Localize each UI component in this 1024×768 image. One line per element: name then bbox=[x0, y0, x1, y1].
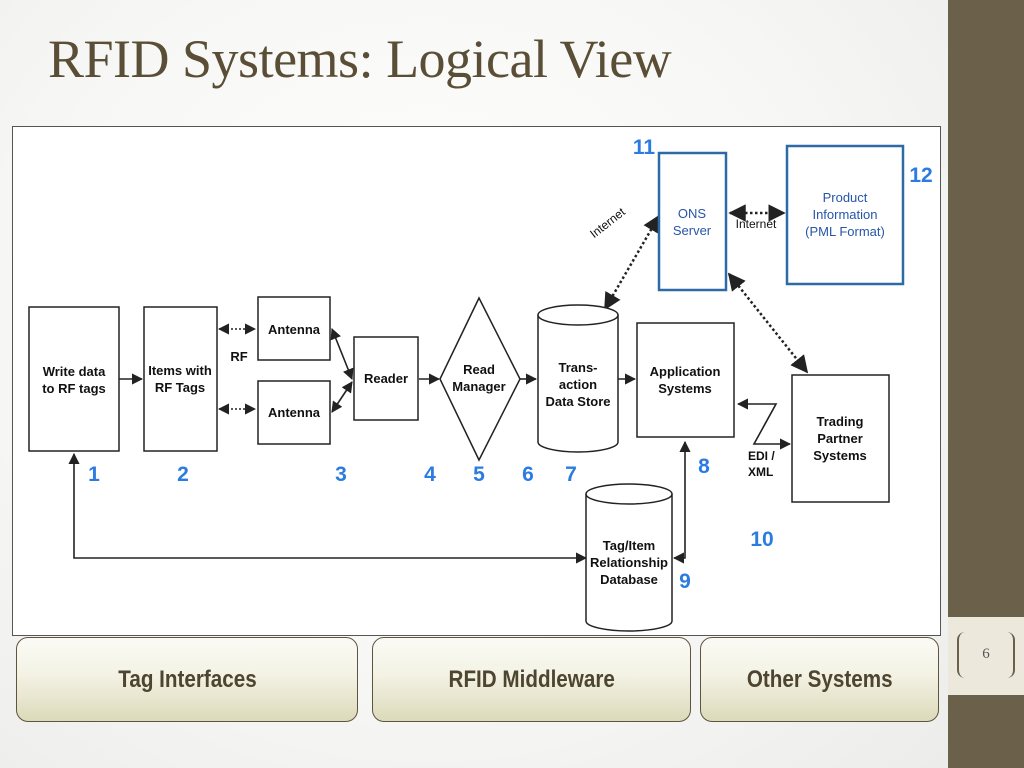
link-ons-trading bbox=[727, 272, 809, 374]
page-number: 6 bbox=[982, 646, 990, 662]
step-number-9: 9 bbox=[679, 570, 691, 593]
antenna-bottom-box: Antenna bbox=[257, 380, 331, 445]
tag-item-label-2: Relationship bbox=[590, 555, 668, 570]
antenna-bottom-reader-link bbox=[331, 381, 353, 413]
step-number-5: 5 bbox=[473, 463, 485, 486]
product-information-box: Product Information (PML Format) bbox=[785, 144, 905, 286]
internet-diagonal-label: Internet bbox=[587, 204, 628, 240]
tag-item-label-1: Tag/Item bbox=[603, 538, 656, 553]
items-with-tags-box: Items with RF Tags bbox=[143, 306, 218, 452]
transaction-label-2: action bbox=[559, 377, 597, 392]
step-number-11: 11 bbox=[633, 136, 656, 159]
trading-label-3: Systems bbox=[813, 448, 866, 463]
transaction-data-store-cylinder: Trans- action Data Store bbox=[537, 304, 619, 453]
page-number-bracket bbox=[957, 632, 1015, 678]
antenna-top-label: Antenna bbox=[268, 322, 321, 337]
read-manager-label-2: Manager bbox=[452, 379, 505, 394]
application-label-2: Systems bbox=[658, 381, 711, 396]
items-label-2: RF Tags bbox=[155, 380, 205, 395]
tag-item-label-3: Database bbox=[600, 572, 658, 587]
application-label-1: Application bbox=[650, 364, 721, 379]
reader-box: Reader bbox=[353, 336, 419, 421]
step-number-10: 10 bbox=[750, 528, 773, 551]
internet-link-store-ons bbox=[603, 214, 661, 311]
category-rfid-middleware-label: RFID Middleware bbox=[448, 665, 615, 693]
edi-label-1: EDI / bbox=[748, 449, 775, 463]
write-data-label-2: to RF tags bbox=[42, 381, 106, 396]
read-manager-label-1: Read bbox=[463, 362, 495, 377]
ons-server-box: ONS Server bbox=[657, 151, 728, 292]
category-other-systems-label: Other Systems bbox=[746, 665, 893, 693]
category-other-systems: Other Systems bbox=[700, 637, 939, 722]
rfid-logical-view-diagram: Write data to RF tags Items with RF Tags… bbox=[28, 136, 933, 632]
ons-label-2: Server bbox=[673, 223, 712, 238]
edi-xml-link bbox=[736, 398, 792, 450]
step-number-3: 3 bbox=[335, 463, 347, 486]
reader-label: Reader bbox=[364, 371, 408, 386]
step-number-12: 12 bbox=[909, 164, 932, 187]
write-db-link bbox=[68, 452, 588, 564]
step-number-1: 1 bbox=[88, 463, 100, 486]
antenna-bottom-label: Antenna bbox=[268, 405, 321, 420]
apps-db-link bbox=[672, 440, 691, 564]
transaction-label-3: Data Store bbox=[545, 394, 610, 409]
antenna-top-box: Antenna bbox=[257, 296, 331, 361]
application-systems-box: Application Systems bbox=[636, 322, 735, 438]
step-number-2: 2 bbox=[177, 463, 189, 486]
ons-label-1: ONS bbox=[678, 206, 707, 221]
edi-label-2: XML bbox=[748, 465, 773, 479]
antenna-top-reader-link bbox=[330, 327, 354, 381]
write-data-label-1: Write data bbox=[43, 364, 106, 379]
step-number-4: 4 bbox=[424, 463, 436, 486]
trading-label-2: Partner bbox=[817, 431, 863, 446]
transaction-label-1: Trans- bbox=[558, 360, 597, 375]
internet-horizontal-label: Internet bbox=[736, 217, 777, 231]
step-number-6: 6 bbox=[522, 463, 534, 486]
product-label-1: Product bbox=[823, 190, 868, 205]
step-number-7: 7 bbox=[565, 463, 577, 486]
product-label-3: (PML Format) bbox=[805, 224, 885, 239]
product-label-2: Information bbox=[812, 207, 877, 222]
trading-label-1: Trading bbox=[817, 414, 864, 429]
trading-partner-box: Trading Partner Systems bbox=[791, 374, 890, 503]
rf-label: RF bbox=[230, 349, 247, 364]
slide-title: RFID Systems: Logical View bbox=[48, 29, 672, 89]
category-tag-interfaces: Tag Interfaces bbox=[16, 637, 358, 722]
step-number-8: 8 bbox=[698, 455, 710, 478]
read-manager-diamond: Read Manager bbox=[439, 296, 521, 462]
page-number-tab bbox=[948, 617, 1024, 695]
tag-item-database-cylinder: Tag/Item Relationship Database bbox=[585, 483, 673, 632]
category-rfid-middleware: RFID Middleware bbox=[372, 637, 691, 722]
items-label-1: Items with bbox=[148, 363, 212, 378]
category-tag-interfaces-label: Tag Interfaces bbox=[117, 665, 257, 693]
write-data-box: Write data to RF tags bbox=[28, 306, 120, 452]
